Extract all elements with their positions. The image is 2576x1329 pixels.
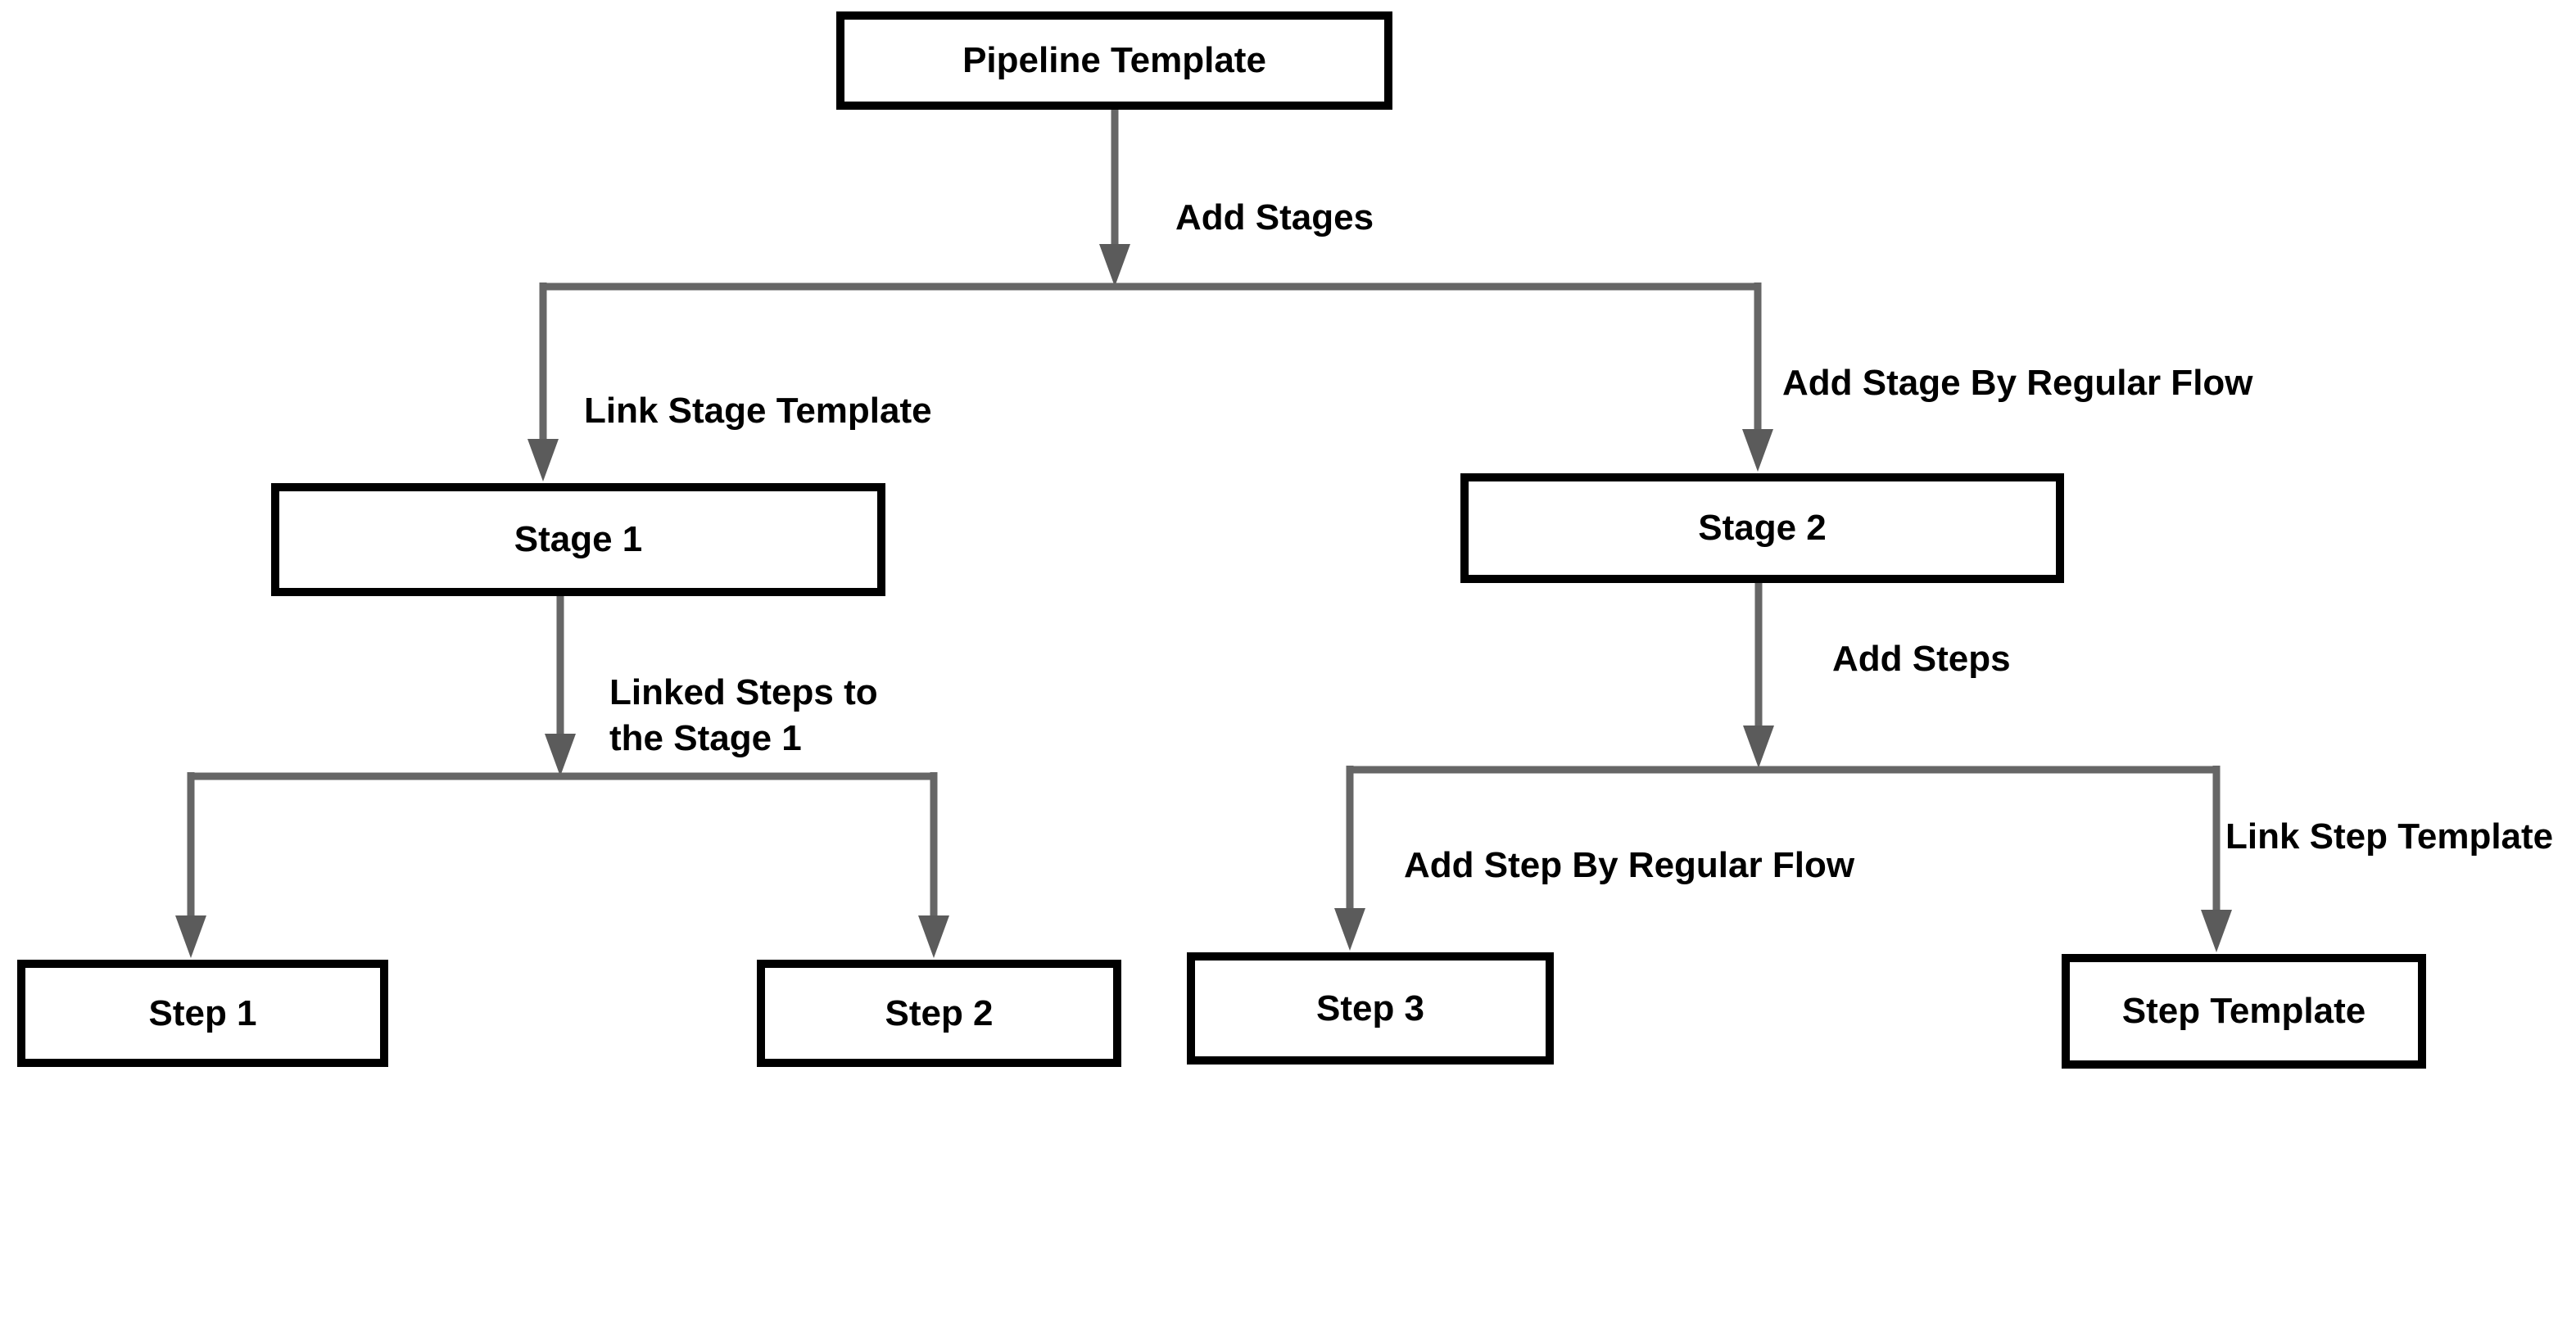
arrowhead-add-steps: [1743, 726, 1774, 768]
node-stage-2: Stage 2: [1460, 473, 2064, 583]
node-step-template-label: Step Template: [2121, 991, 2366, 1031]
edge-to-step-2: [918, 772, 949, 958]
arrowhead-add-step-by-regular-flow: [1334, 908, 1365, 951]
node-stage-1-label: Stage 1: [514, 519, 643, 559]
edge-label-link-step-template: Link Step Template: [2225, 816, 2554, 857]
node-step-3-label: Step 3: [1315, 988, 1425, 1028]
arrowhead-to-step-2: [918, 915, 949, 958]
node-step-1: Step 1: [17, 960, 388, 1067]
edge-label-linked-steps-to-stage-1: Linked Steps to the Stage 1: [609, 670, 878, 762]
edge-label-link-stage-template: Link Stage Template: [584, 391, 932, 431]
arrowhead-link-step-template: [2201, 910, 2232, 952]
arrowhead-linked-steps: [545, 734, 576, 776]
node-step-1-label: Step 1: [148, 992, 257, 1033]
edge-label-add-steps: Add Steps: [1832, 639, 2011, 679]
arrowhead-add-stages: [1099, 244, 1130, 287]
node-pipeline-template: Pipeline Template: [836, 11, 1392, 110]
edge-link-stage-template: [527, 283, 559, 481]
edge-linked-steps-to-stage-1: [191, 596, 934, 780]
edge-label-add-stages: Add Stages: [1175, 197, 1374, 237]
edge-label-add-stage-by-regular-flow: Add Stage By Regular Flow: [1782, 363, 2253, 403]
edge-add-step-by-regular-flow: [1334, 766, 1365, 951]
edge-label-add-step-by-regular-flow: Add Step By Regular Flow: [1404, 845, 1855, 885]
edge-link-step-template: [2201, 766, 2232, 952]
arrowhead-add-stage-by-regular-flow: [1742, 429, 1773, 472]
node-step-3: Step 3: [1187, 952, 1554, 1065]
node-step-2: Step 2: [757, 960, 1121, 1067]
arrowhead-link-stage-template: [527, 439, 559, 481]
node-stage-1: Stage 1: [271, 483, 885, 596]
node-step-template: Step Template: [2062, 954, 2426, 1069]
edge-label-linked-steps-line-2: the Stage 1: [609, 718, 802, 758]
edge-label-linked-steps-line-1: Linked Steps to: [609, 672, 878, 712]
arrowhead-to-step-1: [175, 915, 206, 958]
edge-add-steps: [1350, 583, 2216, 774]
edge-add-stage-by-regular-flow: [1742, 283, 1773, 472]
edge-to-step-1: [175, 772, 206, 958]
node-step-2-label: Step 2: [885, 992, 994, 1033]
edge-add-stages: [543, 110, 1758, 291]
node-stage-2-label: Stage 2: [1698, 508, 1827, 548]
node-pipeline-template-label: Pipeline Template: [962, 40, 1266, 80]
